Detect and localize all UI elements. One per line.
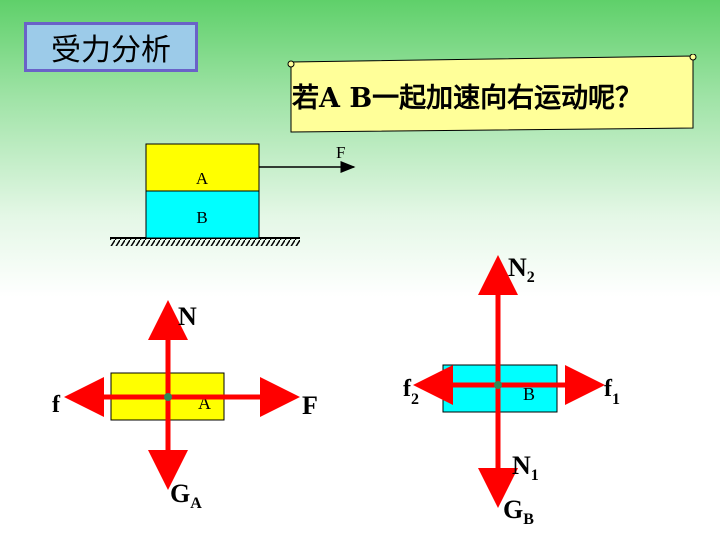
top-stack-diagram: A B F <box>110 143 356 246</box>
force-f-label: F <box>336 143 345 162</box>
label-f-left: f <box>52 392 61 418</box>
block-a-top-label: A <box>196 169 209 188</box>
question-text: 若A B一起加速向右运动呢？ <box>292 83 643 114</box>
title-box: 受力分析 <box>24 22 198 72</box>
label-f1: f1 <box>604 376 620 408</box>
block-a-top <box>145 143 260 192</box>
block-b-top <box>145 190 260 239</box>
label-gb: GB <box>503 495 534 528</box>
label-f-right: F <box>302 391 318 420</box>
fbd-block-a: A N f F GA <box>52 300 318 512</box>
center-dot-b <box>494 381 502 389</box>
block-b-fbd-label: B <box>523 384 535 404</box>
fbd-block-b: B N2 f2 f1 N1 GB <box>403 253 620 528</box>
label-f2: f2 <box>403 376 419 408</box>
label-n-a: N <box>178 302 197 331</box>
label-n1: N1 <box>512 451 539 484</box>
ground-hatch <box>110 238 300 246</box>
center-dot-a <box>164 393 172 401</box>
question-scroll <box>287 54 697 133</box>
page-title: 受力分析 <box>51 33 171 68</box>
block-b-top-label: B <box>196 208 207 227</box>
label-n2: N2 <box>508 253 535 286</box>
label-ga: GA <box>170 479 202 512</box>
